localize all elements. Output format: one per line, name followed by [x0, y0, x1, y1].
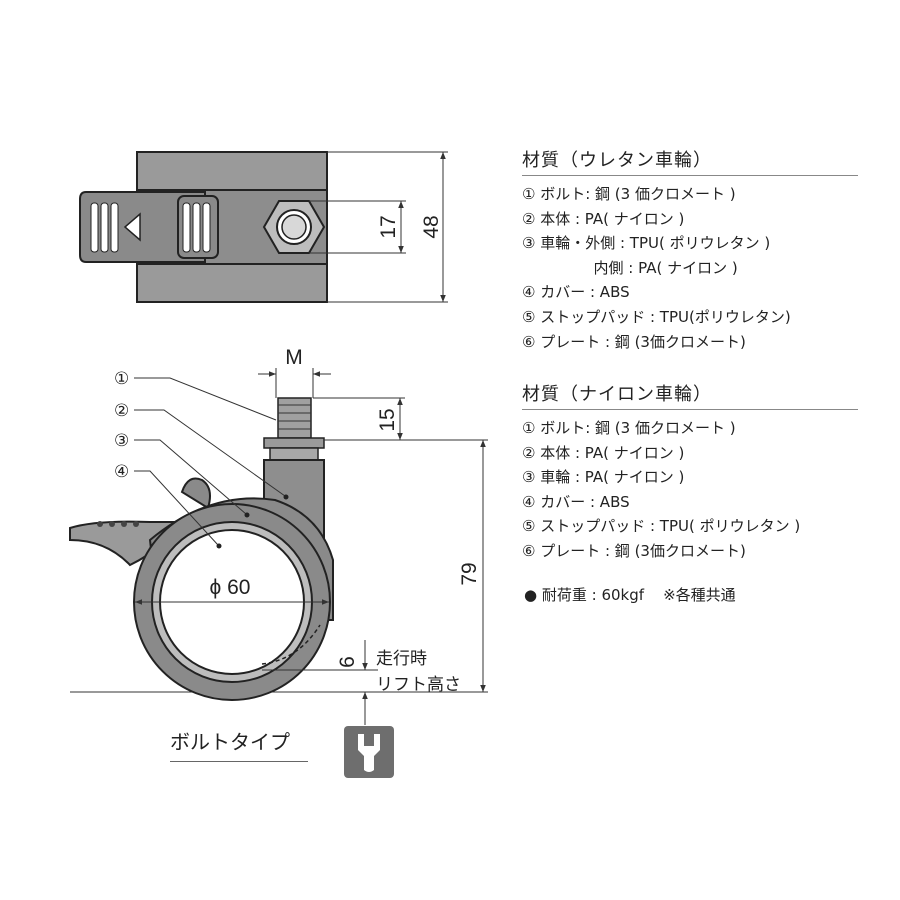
lever-knob [180, 477, 211, 510]
load-rating: ● 耐荷重 : 60kgf ※各種共通 [524, 586, 736, 604]
spec-urethane-line: ⑤ ストップパッド : TPU(ポリウレタン) [522, 307, 791, 326]
spec-urethane-line: ① ボルト: 鋼 (3 価クロメート ) [522, 185, 736, 203]
spec-urethane-line: ⑥ プレート : 鋼 (3価クロメート) [522, 332, 746, 351]
stop-pad [261, 624, 321, 665]
nut-flange [263, 437, 325, 449]
stem-inner [281, 214, 307, 240]
callout-4: ④ [114, 462, 222, 549]
spec-nylon-title: 材質（ナイロン車輪） [522, 380, 858, 410]
wrench-icon [344, 726, 394, 778]
dim-diameter-60: ϕ 60 [210, 576, 251, 599]
svg-text:①: ① [114, 369, 129, 389]
spec-urethane: 材質（ウレタン車輪） ① ボルト: 鋼 (3 価クロメート ) ② 本体 : P… [522, 146, 858, 354]
spec-urethane-title: 材質（ウレタン車輪） [522, 146, 858, 176]
spec-nylon-line: ④ カバー : ABS [522, 492, 630, 511]
dim-height-79: 79 [458, 562, 481, 585]
svg-text:④: ④ [114, 462, 129, 482]
pedal-grip-left [90, 202, 119, 253]
callout-1: ① [114, 369, 277, 421]
top-wheel-upper [136, 151, 328, 191]
thread-bolt [277, 397, 312, 439]
side-view: M 15 79 [69, 346, 488, 778]
spec-urethane-line: ② 本体 : PA( ナイロン ) [522, 209, 685, 228]
bolt-type-label: ボルトタイプ [170, 726, 308, 762]
dim-thread-m: M [285, 346, 303, 369]
callout-2: ② [114, 401, 289, 500]
svg-text:②: ② [114, 401, 129, 421]
dim-lift-6: 6 [336, 656, 359, 668]
spec-urethane-line: ④ カバー : ABS [522, 283, 630, 302]
lever-grip [182, 202, 211, 253]
spec-nylon-line: ② 本体 : PA( ナイロン ) [522, 443, 685, 462]
lift-label-1: 走行時 [376, 649, 427, 669]
dim-hex-17: 17 [377, 215, 400, 238]
callout-3: ③ [114, 431, 250, 518]
top-view: 48 17 [79, 151, 448, 303]
spec-nylon-line: ③ 車輪 : PA( ナイロン ) [522, 468, 685, 487]
triangle-arrow-icon [123, 212, 141, 242]
spec-nylon-line: ⑤ ストップパッド : TPU( ポリウレタン ) [522, 517, 801, 536]
spec-nylon-line: ① ボルト: 鋼 (3 価クロメート ) [522, 419, 736, 437]
spec-nylon-line: ⑥ プレート : 鋼 (3価クロメート) [522, 541, 746, 560]
spec-urethane-line: 内側 : PA( ナイロン ) [522, 258, 738, 277]
spec-urethane-line: ③ 車輪・外側 : TPU( ポリウレタン ) [522, 234, 771, 253]
lift-label-2: リフト高さ [376, 675, 461, 695]
dim-thread-15: 15 [376, 408, 399, 431]
spec-nylon: 材質（ナイロン車輪） ① ボルト: 鋼 (3 価クロメート ) ② 本体 : P… [522, 380, 858, 564]
top-wheel-lower [136, 263, 328, 303]
svg-text:③: ③ [114, 431, 129, 451]
dim-width-48: 48 [420, 215, 443, 238]
